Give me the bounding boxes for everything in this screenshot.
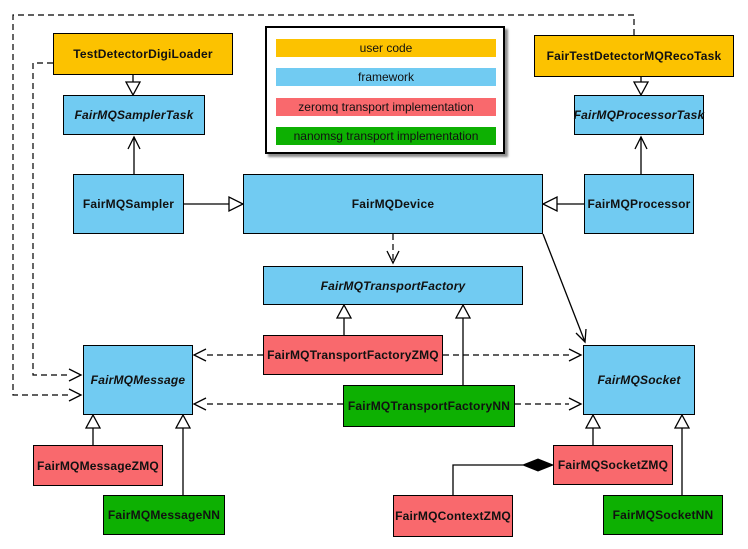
edge-fairtestdetectormqrecotask-depends-fairmqmessage: [12, 14, 635, 402]
legend-item-framework: framework: [276, 68, 496, 86]
edge-fairmqtransportfactoryzmq-inherits-fairmqtransportfactory: [335, 303, 353, 335]
node-fairmqsamplertask: FairMQSamplerTask: [63, 95, 205, 135]
node-fairmqtransportfactoryzmq: FairMQTransportFactoryZMQ: [263, 335, 443, 375]
node-fairmqtransportfactorynn: FairMQTransportFactoryNN: [343, 385, 515, 427]
node-fairmqmessage: FairMQMessage: [83, 345, 193, 415]
legend-item-nanomsg: nanomsg transport implementation: [276, 127, 496, 145]
node-fairmqsocketzmq: FairMQSocketZMQ: [553, 445, 673, 485]
node-fairmqprocessortask: FairMQProcessorTask: [574, 95, 704, 135]
legend-item-user-code: user code: [276, 39, 496, 57]
edge-fairmqmessagezmq-inherits-fairmqmessage: [84, 413, 102, 445]
node-fairmqmessagenn: FairMQMessageNN: [103, 495, 225, 535]
edge-fairmqsocketzmq-composes-fairmqcontextzmq: [452, 458, 555, 495]
edge-fairmqtransportfactoryzmq-depends-fairmqmessage: [192, 348, 263, 362]
legend: user code framework zeromq transport imp…: [265, 26, 505, 154]
edge-fairmqdevice-depends-fairmqtransportfactory: [386, 234, 400, 265]
edge-testdetectordigiloader-depends-fairmqmessage: [32, 62, 83, 382]
node-fairmqprocessor: FairMQProcessor: [584, 174, 694, 234]
edge-fairmqtransportfactorynn-depends-fairmqsocket: [515, 397, 583, 411]
node-fairmqdevice: FairMQDevice: [243, 174, 543, 234]
edge-fairmqtransportfactorynn-depends-fairmqmessage: [192, 397, 343, 411]
node-fairmqsocket: FairMQSocket: [583, 345, 695, 415]
node-fairmqsampler: FairMQSampler: [73, 174, 184, 234]
edge-fairmqprocessor-uses-fairmqprocessortask: [634, 135, 648, 174]
edge-fairmqtransportfactorynn-inherits-fairmqtransportfactory: [454, 303, 472, 385]
legend-item-zeromq: zeromq transport implementation: [276, 98, 496, 116]
node-fairtestdetectormqrecotask: FairTestDetectorMQRecoTask: [534, 35, 734, 77]
edge-fairmqmessagenn-inherits-fairmqmessage: [174, 413, 192, 495]
edge-fairtestdetectormqrecotask-inherits-fairmqprocessortask: [632, 77, 650, 97]
edge-testdetectordigiloader-inherits-fairmqsamplertask: [124, 75, 142, 97]
node-fairmqmessagezmq: FairMQMessageZMQ: [33, 445, 163, 486]
node-testdetectordigiloader: TestDetectorDigiLoader: [53, 33, 233, 75]
node-fairmqcontextzmq: FairMQContextZMQ: [393, 495, 513, 537]
edge-fairmqprocessor-inherits-fairmqdevice: [541, 195, 584, 213]
edge-fairmqsampler-uses-fairmqsamplertask: [127, 135, 141, 174]
edge-fairmqdevice-uses-fairmqsocket: [542, 233, 587, 344]
edge-fairmqtransportfactoryzmq-depends-fairmqsocket: [443, 348, 583, 362]
edge-fairmqsocketnn-inherits-fairmqsocket: [673, 413, 691, 495]
node-fairmqsocketnn: FairMQSocketNN: [603, 495, 723, 535]
edge-fairmqsocketzmq-inherits-fairmqsocket: [584, 413, 602, 445]
edge-fairmqsampler-inherits-fairmqdevice: [184, 195, 245, 213]
node-fairmqtransportfactory: FairMQTransportFactory: [263, 266, 523, 305]
